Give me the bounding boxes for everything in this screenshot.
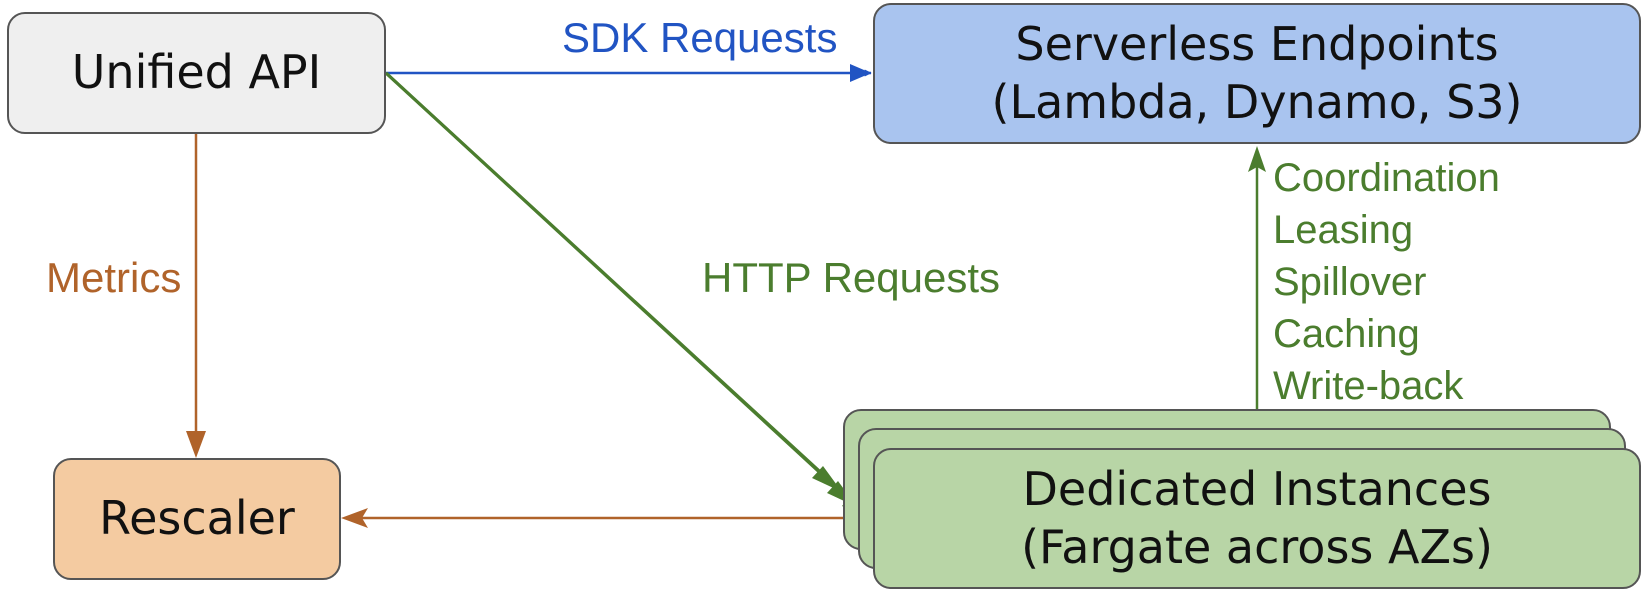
- serverless-subtitle: (Lambda, Dynamo, S3): [991, 74, 1523, 129]
- metrics-label: Metrics: [46, 254, 182, 301]
- coordination-labels: Coordination Leasing Spillover Caching W…: [1273, 152, 1500, 412]
- rescaler-label: Rescaler: [99, 491, 295, 546]
- http-requests-edge: [384, 71, 872, 520]
- coordination-label-item: Leasing: [1273, 208, 1414, 252]
- unified-api-label: Unified API: [71, 45, 322, 100]
- serverless-title: Serverless Endpoints: [1015, 17, 1499, 71]
- sdk-requests-arrowhead: [850, 64, 871, 82]
- unified-api-node: Unified API: [7, 12, 386, 134]
- coordination-label-item: Spillover: [1273, 260, 1427, 304]
- dedicated-instances-node: Dedicated Instances (Fargate across AZs): [873, 448, 1641, 589]
- rescaler-arrowhead: [341, 508, 368, 528]
- metrics-arrowhead: [186, 431, 206, 458]
- rescaler-node: Rescaler: [53, 458, 341, 580]
- coordination-label-item: Coordination: [1273, 156, 1500, 200]
- dedicated-title: Dedicated Instances: [1022, 462, 1492, 516]
- http-requests-label: HTTP Requests: [702, 254, 1000, 301]
- serverless-endpoints-node: Serverless Endpoints (Lambda, Dynamo, S3…: [873, 3, 1641, 144]
- sdk-requests-label: SDK Requests: [562, 14, 838, 61]
- coordination-label-item: Caching: [1273, 312, 1420, 356]
- coordination-arrowhead-top: [1248, 146, 1266, 172]
- dedicated-subtitle: (Fargate across AZs): [1021, 519, 1493, 574]
- coordination-label-item: Write-back: [1273, 364, 1464, 408]
